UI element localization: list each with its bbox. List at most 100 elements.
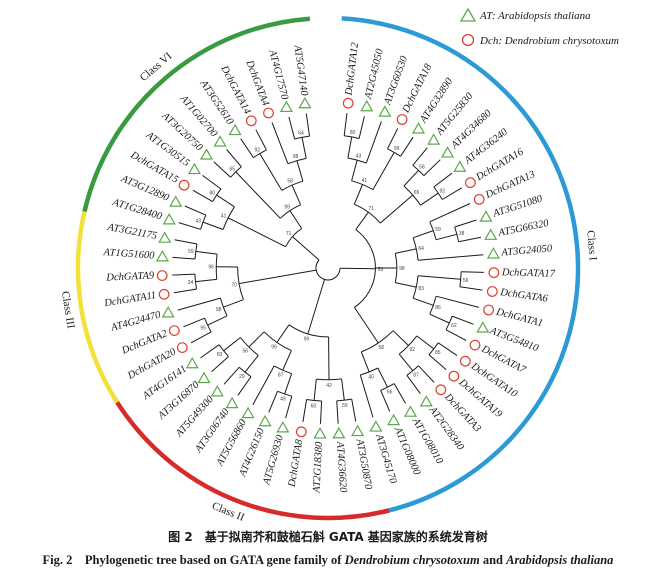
bootstrap-value: 58 [419,165,425,171]
bootstrap-value: 99 [284,205,290,211]
branch-radial [202,174,222,190]
branch-radial [398,353,414,372]
branch-radial [296,160,304,182]
at-triangle-icon [213,135,227,147]
at-triangle-icon [210,385,224,397]
at-triangle-icon [298,96,312,109]
at-triangle-icon [484,228,498,240]
leaf-label: AT5G66320 [497,218,551,239]
dch-circle-icon [245,115,257,127]
leaf-label: AT1G51600 [102,247,155,262]
branch-radial [291,184,302,206]
bootstrap-value: 87 [278,373,284,379]
bootstrap-value: 43 [196,218,202,224]
bootstrap-value: 86 [435,305,441,311]
branch-radial [452,315,474,325]
branch-radial [343,113,348,136]
at-triangle-icon [332,426,346,439]
bootstrap-value: 49 [280,397,286,403]
caption-en-species-1: Dendrobium chrysotoxum [344,553,480,567]
dch-circle-icon [396,114,408,125]
branch-radial [184,205,206,216]
at-triangle-icon [199,148,214,160]
branch-arc [354,229,376,308]
bootstrap-value: 66 [387,390,393,396]
leaf-label: AT3G24050 [500,243,553,258]
branch-radial [301,137,307,159]
dch-circle-icon [483,304,495,316]
at-triangle-icon [228,123,242,136]
bootstrap-value: 59 [378,267,384,273]
dch-circle-icon [448,370,460,382]
leaf-label: DchGATA1 [494,306,544,329]
branch-arc [200,214,207,230]
bootstrap-value: 43 [356,153,362,159]
class-i-arc [341,16,581,514]
class-vi-arc [82,16,311,213]
branch-radial [268,391,278,413]
branch-radial [351,399,357,422]
bootstrap-value: 60 [311,403,317,409]
at-triangle-icon [378,105,392,117]
bootstrap-value: 98 [293,154,299,160]
dch-circle-icon [488,267,500,279]
branch-arc [263,331,292,352]
branch-radial [289,210,303,229]
dch-circle-icon [342,97,354,109]
branch-radial [353,184,363,205]
bootstrap-value: 98 [399,266,405,272]
class-iii-label: Class III [59,290,77,329]
branch-radial [302,399,308,423]
bootstrap-value: 41 [362,178,368,184]
at-triangle-icon [279,100,293,113]
branch-radial [341,378,345,401]
bootstrap-value: 41 [221,214,227,220]
branch-radial [417,275,461,280]
branch-radial [190,331,212,344]
figure-caption-english: Fig. 2 Phylogenetic tree based on GATA g… [0,549,656,568]
bootstrap-value: 95 [200,325,206,331]
figure-caption-chinese: 图 2 基于拟南芥和鼓槌石斛 GATA 基因家族的系统发育树 [168,530,488,544]
leaf-markers [155,96,500,439]
branch-radial [461,271,484,273]
bootstrap-value: 96 [208,265,214,271]
branch-radial [412,230,434,239]
bootstrap-value: 58 [287,179,293,185]
class-i-label: Class I [584,230,599,261]
branch-arc [361,330,394,353]
at-triangle-icon [158,231,172,243]
bootstrap-value: 56 [243,349,249,355]
branch-radial [360,351,370,373]
branch-radial [372,152,395,190]
leaf-label: AT5G47140 [291,43,309,97]
branch-radial [259,153,283,191]
bootstrap-value: 58 [378,345,384,351]
branch-radial [223,337,241,352]
at-triangle-icon [162,213,176,225]
leaf-label: DchGATA12 [344,41,362,97]
at-triangle-icon [185,356,199,369]
branch-radial [240,138,254,158]
legend-at-label: AT: Arabidopsis thaliana [479,10,591,22]
bootstrap-value: 80 [350,130,356,136]
dch-circle-icon [486,286,498,297]
branch-arc [240,337,259,356]
branch-radial [320,400,323,424]
at-triangle-icon [387,413,401,426]
leaf-label: AT3G45170 [373,432,399,486]
branch-radial [418,365,435,383]
leaf-label: AT3G51080 [491,193,545,220]
branch-radial [255,129,267,151]
branch-radial [313,379,317,401]
branch-radial [173,288,197,294]
branch-radial [213,161,231,178]
branch-radial [238,269,317,285]
leaf-label: AT2G45050 [363,47,386,101]
branch-arc [277,390,292,397]
bootstrap-value: 70 [231,283,237,289]
bootstrap-value: 65 [414,190,420,196]
bootstrap-value: 59 [188,249,194,255]
branch-radial [359,374,374,418]
branch-arc [281,180,304,191]
at-triangle-icon [486,247,500,259]
